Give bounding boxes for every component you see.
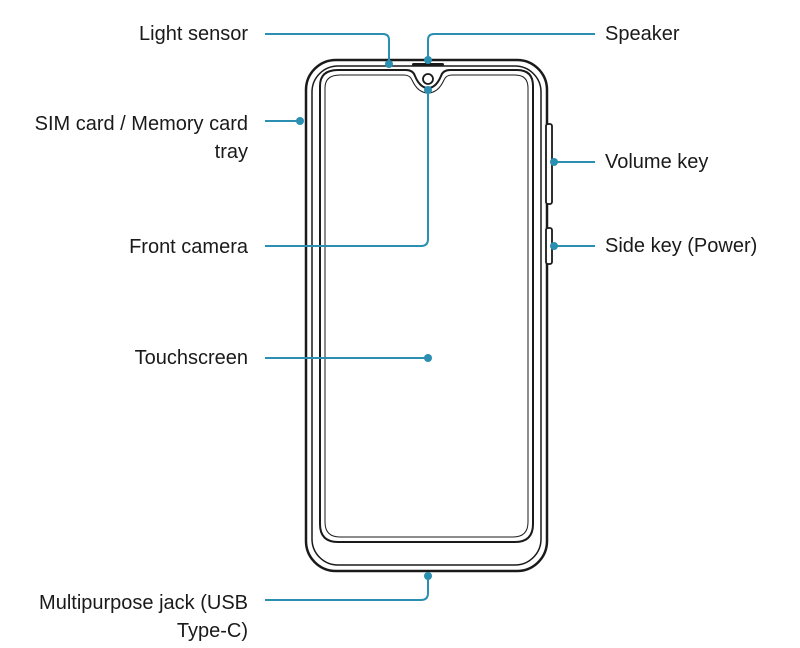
touchscreen-text: Touchscreen <box>134 347 248 369</box>
sim-tray-text-line1: SIM card / Memory card <box>34 113 248 135</box>
callout-usb-jack-line <box>265 577 429 601</box>
label-sim-tray: SIM card / Memory card tray <box>35 110 248 166</box>
callout-sim-tray-dot <box>296 117 304 125</box>
speaker-text: Speaker <box>605 23 680 45</box>
screen-inner-outline <box>324 74 529 538</box>
volume-key-text: Volume key <box>605 151 709 173</box>
callout-speaker-line <box>427 33 595 58</box>
label-light-sensor: Light sensor <box>139 22 248 46</box>
screen-outline <box>319 69 534 543</box>
side-key-text: Side key (Power) <box>605 235 758 257</box>
callout-speaker-dot <box>424 56 432 64</box>
callout-usb-jack-dot <box>424 572 432 580</box>
speaker-grille <box>412 63 444 66</box>
front-camera-text: Front camera <box>129 236 248 258</box>
phone-body-outer <box>304 58 549 573</box>
callout-touchscreen-dot <box>424 354 432 362</box>
label-usb-jack: Multipurpose jack (USB Type-C) <box>39 589 248 645</box>
callout-volume-key-dot <box>550 158 558 166</box>
label-side-key: Side key (Power) <box>605 234 757 258</box>
callout-light-sensor-line <box>265 33 390 62</box>
light-sensor-text: Light sensor <box>139 23 248 45</box>
label-speaker: Speaker <box>605 22 680 46</box>
callout-light-sensor-dot <box>385 60 393 68</box>
usb-jack-text-line1: Multipurpose jack (USB <box>39 592 248 614</box>
label-touchscreen: Touchscreen <box>135 346 248 370</box>
callout-front-camera-line <box>265 90 429 247</box>
label-volume-key: Volume key <box>605 150 708 174</box>
callout-front-camera-dot <box>424 86 432 94</box>
label-front-camera: Front camera <box>129 235 248 259</box>
front-camera-lens <box>422 73 434 85</box>
sim-tray-text-line2: tray <box>214 141 248 163</box>
usb-jack-text-line2: Type-C) <box>176 620 248 642</box>
callout-side-key-dot <box>550 242 558 250</box>
